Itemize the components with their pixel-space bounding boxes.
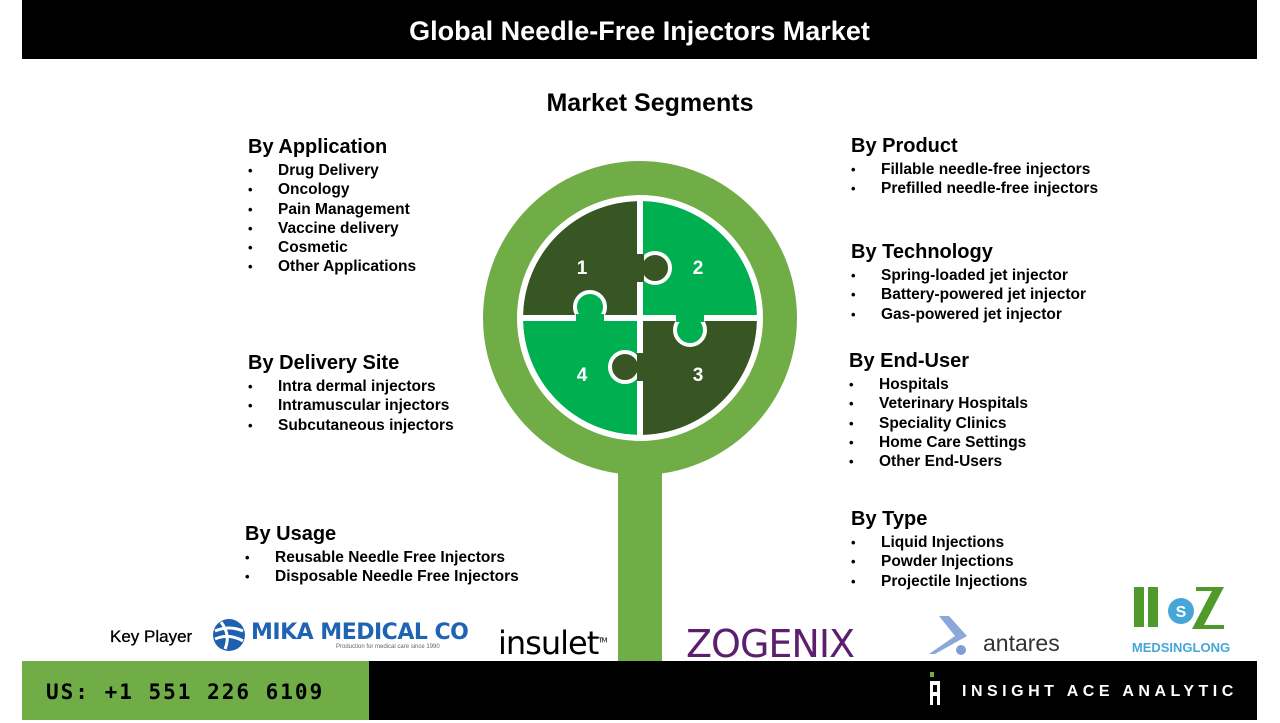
segment-usage: By Usage Reusable Needle Free InjectorsD… xyxy=(245,523,519,587)
list-item: Cosmetic xyxy=(248,238,416,258)
segment-title: By Product xyxy=(851,135,958,157)
page-title: Global Needle-Free Injectors Market xyxy=(409,16,870,46)
list-item: Reusable Needle Free Injectors xyxy=(245,548,519,568)
segment-delivery-site: By Delivery Site Intra dermal injectorsI… xyxy=(248,352,454,435)
segment-end-user: By End-User HospitalsVeterinary Hospital… xyxy=(849,350,1028,472)
medsinglong-logo: S MEDSINGLONG xyxy=(1126,583,1236,655)
list-item: Spring-loaded jet injector xyxy=(851,266,1086,286)
globe-icon xyxy=(213,619,245,651)
segment-title: By Technology xyxy=(851,241,993,263)
segment-title: By Application xyxy=(248,136,388,158)
list-item: Battery-powered jet injector xyxy=(851,285,1086,305)
list-item: Speciality Clinics xyxy=(849,414,1028,434)
list-item: Veterinary Hospitals xyxy=(849,394,1028,414)
footer-bar xyxy=(369,661,1257,720)
list-item: Drug Delivery xyxy=(248,161,416,181)
title-bar: Global Needle-Free Injectors Market xyxy=(22,0,1257,59)
segment-title: By Type xyxy=(851,508,928,530)
list-item: Subcutaneous injectors xyxy=(248,416,454,436)
puzzle-label-2: 2 xyxy=(693,258,704,279)
subtitle: Market Segments xyxy=(546,89,754,117)
list-item: Fillable needle-free injectors xyxy=(851,160,1098,180)
list-item: Prefilled needle-free injectors xyxy=(851,179,1098,199)
list-item: Pain Management xyxy=(248,200,416,220)
puzzle-label-3: 3 xyxy=(693,365,704,386)
segment-application: By Application Drug DeliveryOncologyPain… xyxy=(248,136,416,277)
list-item: Hospitals xyxy=(849,375,1028,395)
brand-name: INSIGHT ACE ANALYTIC xyxy=(962,683,1238,700)
zogenix-logo: ZOGENIX xyxy=(686,622,855,666)
insight-ace-logo-icon xyxy=(930,672,940,705)
list-item: Oncology xyxy=(248,180,416,200)
key-player-label: Key Player xyxy=(110,627,193,646)
segment-technology: By Technology Spring-loaded jet injector… xyxy=(851,241,1086,324)
medsinglong-mark-icon: S xyxy=(1134,587,1224,629)
svg-text:S: S xyxy=(1176,604,1187,621)
antares-mark-icon xyxy=(929,616,967,655)
list-item: Powder Injections xyxy=(851,552,1027,572)
list-item: Gas-powered jet injector xyxy=(851,305,1086,325)
insulet-logo: insuletTM xyxy=(498,624,608,662)
segment-title: By End-User xyxy=(849,350,970,372)
segment-product: By Product Fillable needle-free injector… xyxy=(851,135,1098,199)
list-item: Vaccine delivery xyxy=(248,219,416,239)
puzzle-label-1: 1 xyxy=(577,258,588,279)
list-item: Projectile Injections xyxy=(851,572,1027,592)
list-item: Disposable Needle Free Injectors xyxy=(245,567,519,587)
list-item: Intramuscular injectors xyxy=(248,396,454,416)
segment-title: By Delivery Site xyxy=(248,352,400,374)
magnifier-handle xyxy=(618,455,662,661)
list-item: Liquid Injections xyxy=(851,533,1027,553)
segment-type: By Type Liquid InjectionsPowder Injectio… xyxy=(851,508,1027,591)
list-item: Home Care Settings xyxy=(849,433,1028,453)
list-item: Other End-Users xyxy=(849,452,1028,472)
list-item: Other Applications xyxy=(248,257,416,277)
list-item: Intra dermal injectors xyxy=(248,377,454,397)
contact-phone: US: +1 551 226 6109 xyxy=(22,661,369,720)
segment-title: By Usage xyxy=(245,523,337,545)
puzzle-label-4: 4 xyxy=(577,365,588,386)
